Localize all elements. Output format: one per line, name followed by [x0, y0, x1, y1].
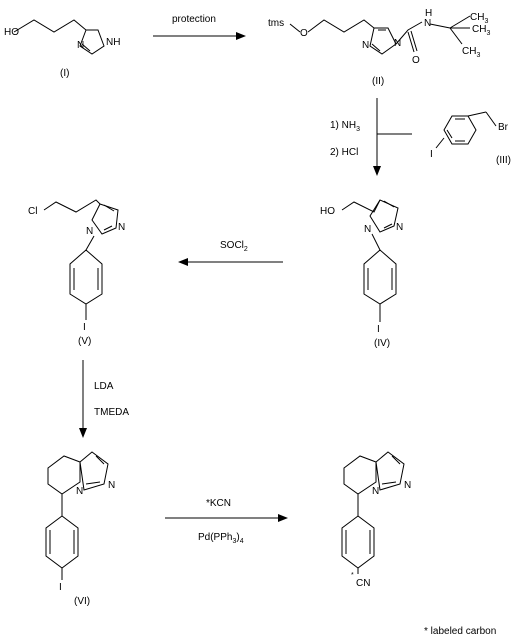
compound-label-VI: (VI) — [74, 596, 90, 607]
iodo-atom: I — [83, 322, 86, 333]
arrow-protection: protection — [153, 14, 246, 40]
imine-n-atom: N — [108, 480, 115, 491]
imine-n-atom: N — [77, 40, 84, 51]
imidazole-n-atom-2: N — [118, 222, 125, 233]
reagent-socl2: SOCl2 — [220, 240, 248, 253]
imidazole-n-atom-2: N — [394, 38, 401, 49]
nitrile-group: CN — [356, 578, 370, 589]
arrow-deprotect-alkylate: 1) NH3 2) HCl — [330, 98, 412, 176]
compound-product: N N * CN — [341, 451, 411, 589]
nh-atom: NH — [106, 37, 120, 48]
imidazole-n-atom-1: N — [364, 224, 371, 235]
imidazole-n-atom-1: N — [362, 40, 369, 51]
arrow-cyclization: LDA TMEDA — [79, 360, 129, 438]
compound-VI: N N I (VI) — [45, 451, 115, 607]
iodo-atom: I — [430, 149, 433, 160]
reagent-pd-catalyst: Pd(PPh3)4 — [198, 532, 244, 545]
amide-h-atom: H — [425, 8, 432, 19]
reagent-kcn: *KCN — [206, 498, 231, 509]
compound-label-II: (II) — [372, 76, 384, 87]
compound-V: Cl N N I (V) — [28, 199, 125, 347]
iodo-atom: I — [59, 582, 62, 593]
imine-n-atom: N — [404, 480, 411, 491]
reagent-hcl: 2) HCl — [330, 147, 358, 158]
imidazole-n-atom-2: N — [396, 222, 403, 233]
methyl-group-2: CH3 — [472, 24, 490, 37]
arrow-chlorination: SOCl2 — [178, 240, 283, 266]
iodo-atom: I — [377, 324, 380, 335]
bromo-atom: Br — [498, 122, 509, 133]
hydroxyl-atom: HO — [320, 206, 335, 217]
footnote: * labeled carbon — [424, 626, 496, 637]
compound-I: HO N NH (I) — [4, 19, 120, 79]
methyl-group-3: CH3 — [462, 46, 480, 59]
compound-label-III: (III) — [496, 155, 511, 166]
compound-label-V: (V) — [78, 336, 91, 347]
reagent-lda: LDA — [94, 381, 114, 392]
methyl-group-1: CH3 — [470, 12, 488, 25]
chloro-atom: Cl — [28, 206, 37, 217]
carbonyl-o-atom: O — [412, 55, 420, 66]
compound-IV: HO N N I (IV) — [320, 199, 403, 349]
hydroxyl-atom: HO — [4, 27, 19, 38]
bridgehead-n-atom: N — [76, 486, 83, 497]
imidazole-n-atom-1: N — [86, 226, 93, 237]
label-star: * — [351, 572, 354, 579]
reagent-ammonia: 1) NH3 — [330, 120, 360, 133]
compound-II: tms O N N N H O CH3 CH3 CH3 (II) — [268, 8, 490, 87]
arrow-cyanation: *KCN Pd(PPh3)4 — [165, 498, 288, 545]
reagent-tmeda: TMEDA — [94, 407, 129, 418]
reagent-protection: protection — [172, 14, 216, 25]
compound-III: I Br (III) — [430, 111, 511, 166]
compound-label-I: (I) — [60, 68, 69, 79]
ether-o-atom: O — [300, 28, 308, 39]
bridgehead-n-atom: N — [372, 486, 379, 497]
compound-label-IV: (IV) — [374, 338, 390, 349]
tms-group: tms — [268, 18, 284, 29]
amide-n-atom: N — [424, 18, 431, 29]
